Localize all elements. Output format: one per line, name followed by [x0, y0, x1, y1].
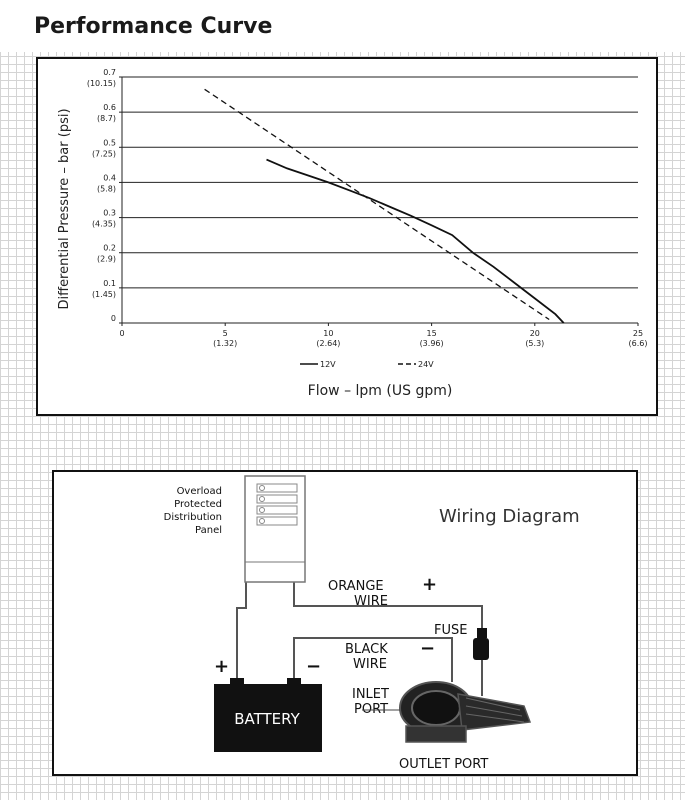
x-tick-sublabel: (1.32)	[213, 339, 237, 348]
x-tick-label: 0	[119, 329, 124, 338]
outlet-port-label: OUTLET PORT	[399, 757, 488, 772]
x-tick-label: 10	[323, 329, 333, 338]
breaker-switch	[256, 494, 298, 504]
x-tick-label: 20	[530, 329, 540, 338]
battery-minus-sign: −	[306, 656, 321, 677]
series-line-12v	[266, 158, 565, 324]
panel-label-line: Panel	[195, 525, 222, 536]
y-tick-sublabel: (2.9)	[97, 255, 116, 264]
y-tick-sublabel: (4.35)	[92, 220, 116, 229]
pump-motor	[405, 725, 467, 743]
y-tick-label: 0.2	[103, 244, 116, 253]
y-tick-sublabel: (7.25)	[92, 149, 116, 158]
breaker-switch	[256, 483, 298, 493]
breaker-switch	[256, 505, 298, 515]
chart-series	[204, 88, 565, 324]
performance-chart: 0 0.1 (1.45) 0.2 (2.9) 0.3 (4.35) 0.4 (5.8) 0.5 (7…	[57, 68, 647, 399]
negative-sign: −	[420, 638, 435, 659]
battery-plus-sign: +	[214, 656, 229, 677]
y-tick-label: 0.5	[103, 138, 116, 147]
battery-label: BATTERY	[234, 710, 300, 728]
y-tick-label: 0.6	[103, 103, 116, 112]
series-line-24v	[204, 88, 550, 321]
y-tick-sublabel: (10.15)	[87, 79, 116, 88]
x-tick-label: 25	[633, 329, 643, 338]
chart-legend: 12V 24V	[300, 360, 434, 369]
panel-label-line: Protected	[174, 499, 222, 510]
x-axis-ticks: 0 5(1.32) 10(2.64) 15(3.96) 20(5.3) 25(6.6)	[119, 323, 647, 348]
battery	[214, 678, 322, 752]
orange-wire-label: WIRE	[354, 594, 388, 609]
distribution-panel-body	[244, 475, 306, 583]
pump	[362, 681, 532, 743]
distribution-panel	[244, 475, 306, 583]
y-axis-ticks: 0 0.1 (1.45) 0.2 (2.9) 0.3 (4.35) 0.4 (5.8) 0.5 (7…	[87, 68, 122, 324]
x-tick-label: 15	[427, 329, 437, 338]
y-tick-sublabel: (8.7)	[97, 114, 116, 123]
black-wire-label: BLACK	[345, 642, 388, 657]
fuse	[473, 628, 489, 660]
y-tick-label: 0.7	[103, 68, 116, 77]
battery-body	[214, 684, 322, 752]
y-tick-label: 0	[111, 314, 116, 323]
wiring-diagram-panel: Overload Protected Distribution Panel Wi…	[52, 470, 638, 776]
inlet-port-label: INLET	[352, 687, 389, 702]
chart-axes	[121, 77, 638, 324]
fuse-label: FUSE	[434, 623, 467, 638]
wires	[236, 582, 483, 696]
legend-label-24v: 24V	[418, 360, 434, 369]
panel-label-line: Overload	[177, 486, 222, 497]
x-tick-sublabel: (6.6)	[629, 339, 648, 348]
chart-grid	[122, 76, 638, 289]
battery-positive-terminal	[230, 678, 244, 686]
performance-chart-panel: 0 0.1 (1.45) 0.2 (2.9) 0.3 (4.35) 0.4 (5.8) 0.5 (7…	[36, 57, 658, 416]
panel-label-line: Distribution	[164, 512, 222, 523]
panel-to-battery-positive-wire	[236, 582, 247, 680]
black-wire	[293, 637, 453, 682]
battery-negative-terminal	[287, 678, 301, 686]
y-tick-label: 0.1	[103, 279, 116, 288]
x-tick-sublabel: (2.64)	[316, 339, 340, 348]
x-tick-label: 5	[223, 329, 228, 338]
y-tick-sublabel: (1.45)	[92, 290, 116, 299]
page-title: Performance Curve	[34, 14, 273, 39]
orange-wire	[293, 582, 483, 630]
y-tick-label: 0.3	[103, 209, 116, 218]
x-axis-label: Flow – lpm (US gpm)	[308, 383, 453, 399]
wiring-diagram-title: Wiring Diagram	[439, 506, 580, 527]
page-header: Performance Curve	[0, 0, 685, 52]
outlet-port	[457, 693, 532, 731]
positive-sign: +	[422, 574, 437, 595]
y-axis-label: Differential Pressure – bar (psi)	[57, 108, 72, 309]
x-tick-sublabel: (3.96)	[420, 339, 444, 348]
wiring-diagram: Overload Protected Distribution Panel Wi…	[164, 475, 580, 772]
y-tick-sublabel: (5.8)	[97, 184, 116, 193]
breaker-switch	[256, 516, 298, 526]
x-tick-sublabel: (5.3)	[525, 339, 544, 348]
black-wire-label: WIRE	[353, 657, 387, 672]
y-tick-label: 0.4	[103, 173, 116, 182]
legend-label-12v: 12V	[320, 360, 336, 369]
orange-wire-label: ORANGE	[328, 579, 384, 594]
